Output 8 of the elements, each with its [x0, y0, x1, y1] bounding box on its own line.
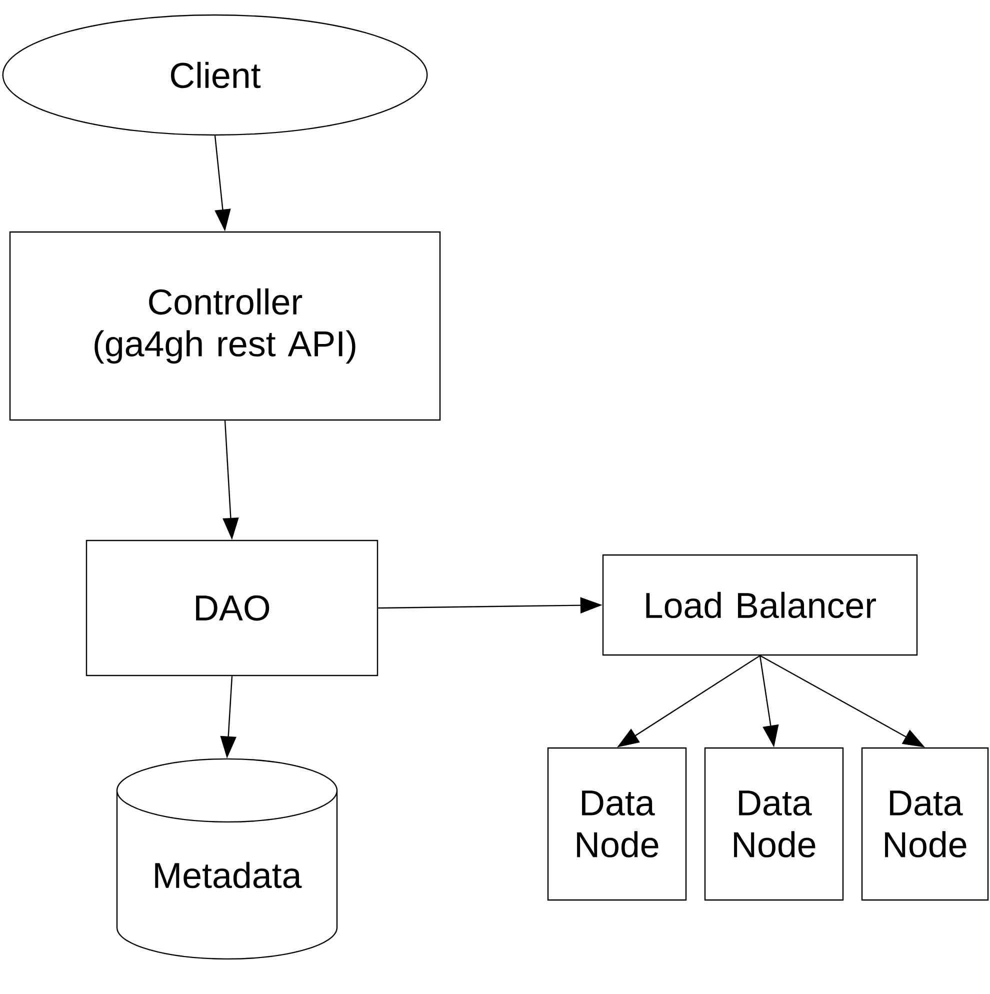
process-box: DAO — [86, 540, 378, 676]
process-box: Controller (ga4gh rest API) — [9, 231, 441, 421]
process-box: Data Node — [861, 747, 989, 901]
database-cylinder: Metadata — [116, 758, 338, 960]
ellipse-node: Client — [2, 14, 428, 136]
process-box: Data Node — [547, 747, 687, 901]
process-box: Load Balancer — [602, 554, 918, 656]
process-box: Data Node — [704, 747, 844, 901]
